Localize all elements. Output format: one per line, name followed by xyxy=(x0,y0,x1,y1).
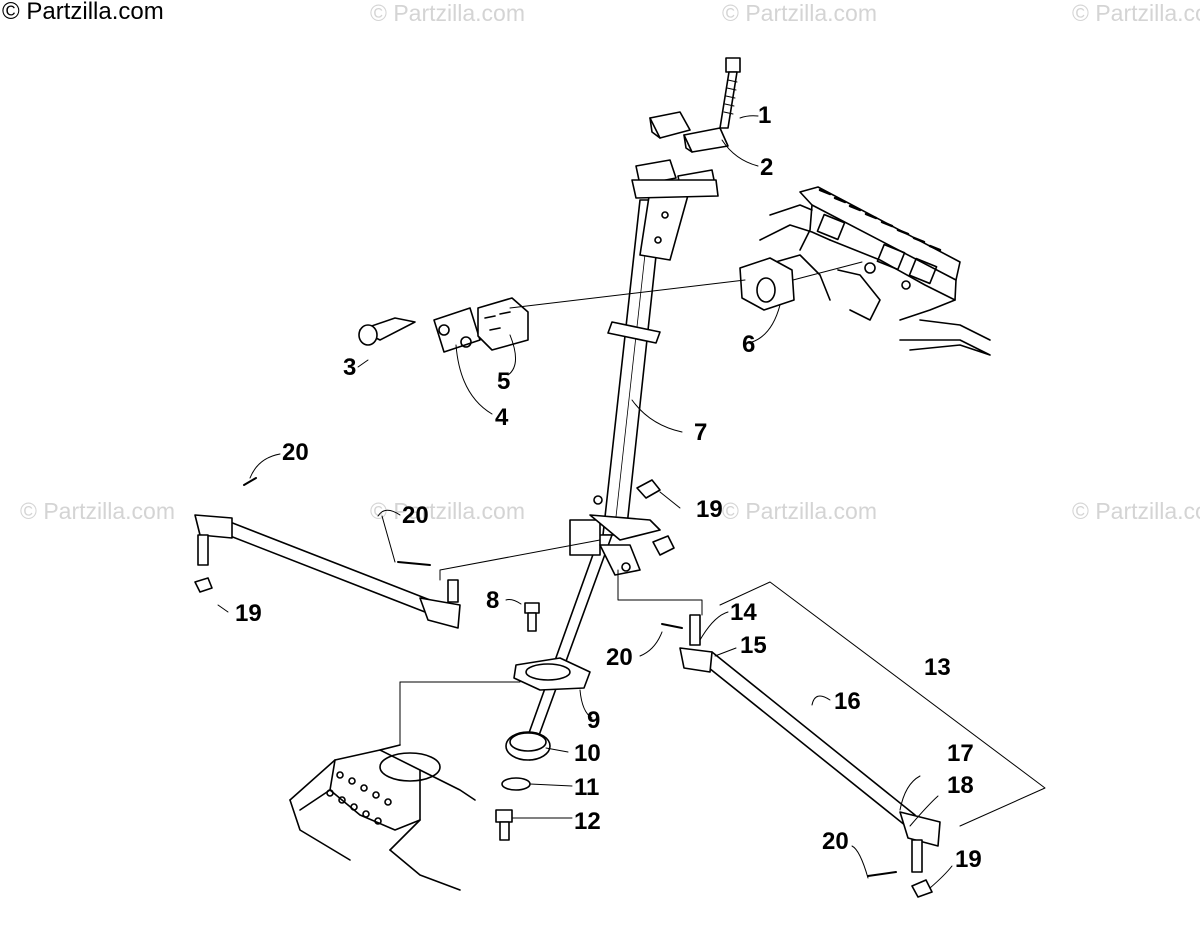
callout-1: 1 xyxy=(758,102,772,129)
callout-20: 20 xyxy=(822,828,849,855)
nuts-19 xyxy=(194,479,933,898)
bolt-1 xyxy=(719,57,741,129)
callout-9: 9 xyxy=(587,707,601,734)
callout-12: 12 xyxy=(574,808,601,835)
callout-19: 19 xyxy=(955,846,982,873)
mount-block-right xyxy=(739,257,795,311)
lower-bearing-parts xyxy=(495,602,591,841)
watermark: © Partzilla.com xyxy=(20,498,175,524)
callout-4: 4 xyxy=(495,404,509,431)
copyright-notice: © Partzilla.com xyxy=(2,0,164,25)
callout-20: 20 xyxy=(606,644,633,671)
watermark: © Partzilla.com xyxy=(370,0,525,26)
callout-18: 18 xyxy=(947,772,974,799)
callout-2: 2 xyxy=(760,154,774,181)
watermark: © Partzilla.com xyxy=(1072,498,1200,524)
handlebar-clamps xyxy=(631,111,729,199)
frame-lower-left xyxy=(289,744,476,891)
watermark: © Partzilla.com xyxy=(370,498,525,524)
callout-6: 6 xyxy=(742,331,756,358)
leader-lines xyxy=(217,115,1046,889)
callout-19: 19 xyxy=(235,600,262,627)
callout-15: 15 xyxy=(740,632,767,659)
callout-16: 16 xyxy=(834,688,861,715)
callout-3: 3 xyxy=(343,354,357,381)
callout-20: 20 xyxy=(402,502,429,529)
callout-10: 10 xyxy=(574,740,601,767)
tie-rod-right xyxy=(679,614,941,873)
callout-14: 14 xyxy=(730,599,757,626)
mount-hardware-left xyxy=(358,297,529,353)
callout-7: 7 xyxy=(694,419,708,446)
callout-13: 13 xyxy=(924,654,951,681)
tie-rod-left xyxy=(194,477,461,629)
watermark: © Partzilla.com xyxy=(722,498,877,524)
callout-19: 19 xyxy=(696,496,723,523)
watermark: © Partzilla.com xyxy=(1072,0,1200,26)
callout-8: 8 xyxy=(486,587,500,614)
cotter-pins xyxy=(397,561,897,877)
frame-upper-right xyxy=(759,186,991,356)
callout-20: 20 xyxy=(282,439,309,466)
callout-11: 11 xyxy=(574,774,600,801)
callout-5: 5 xyxy=(497,368,511,395)
callout-17: 17 xyxy=(947,740,974,767)
watermark: © Partzilla.com xyxy=(722,0,877,26)
